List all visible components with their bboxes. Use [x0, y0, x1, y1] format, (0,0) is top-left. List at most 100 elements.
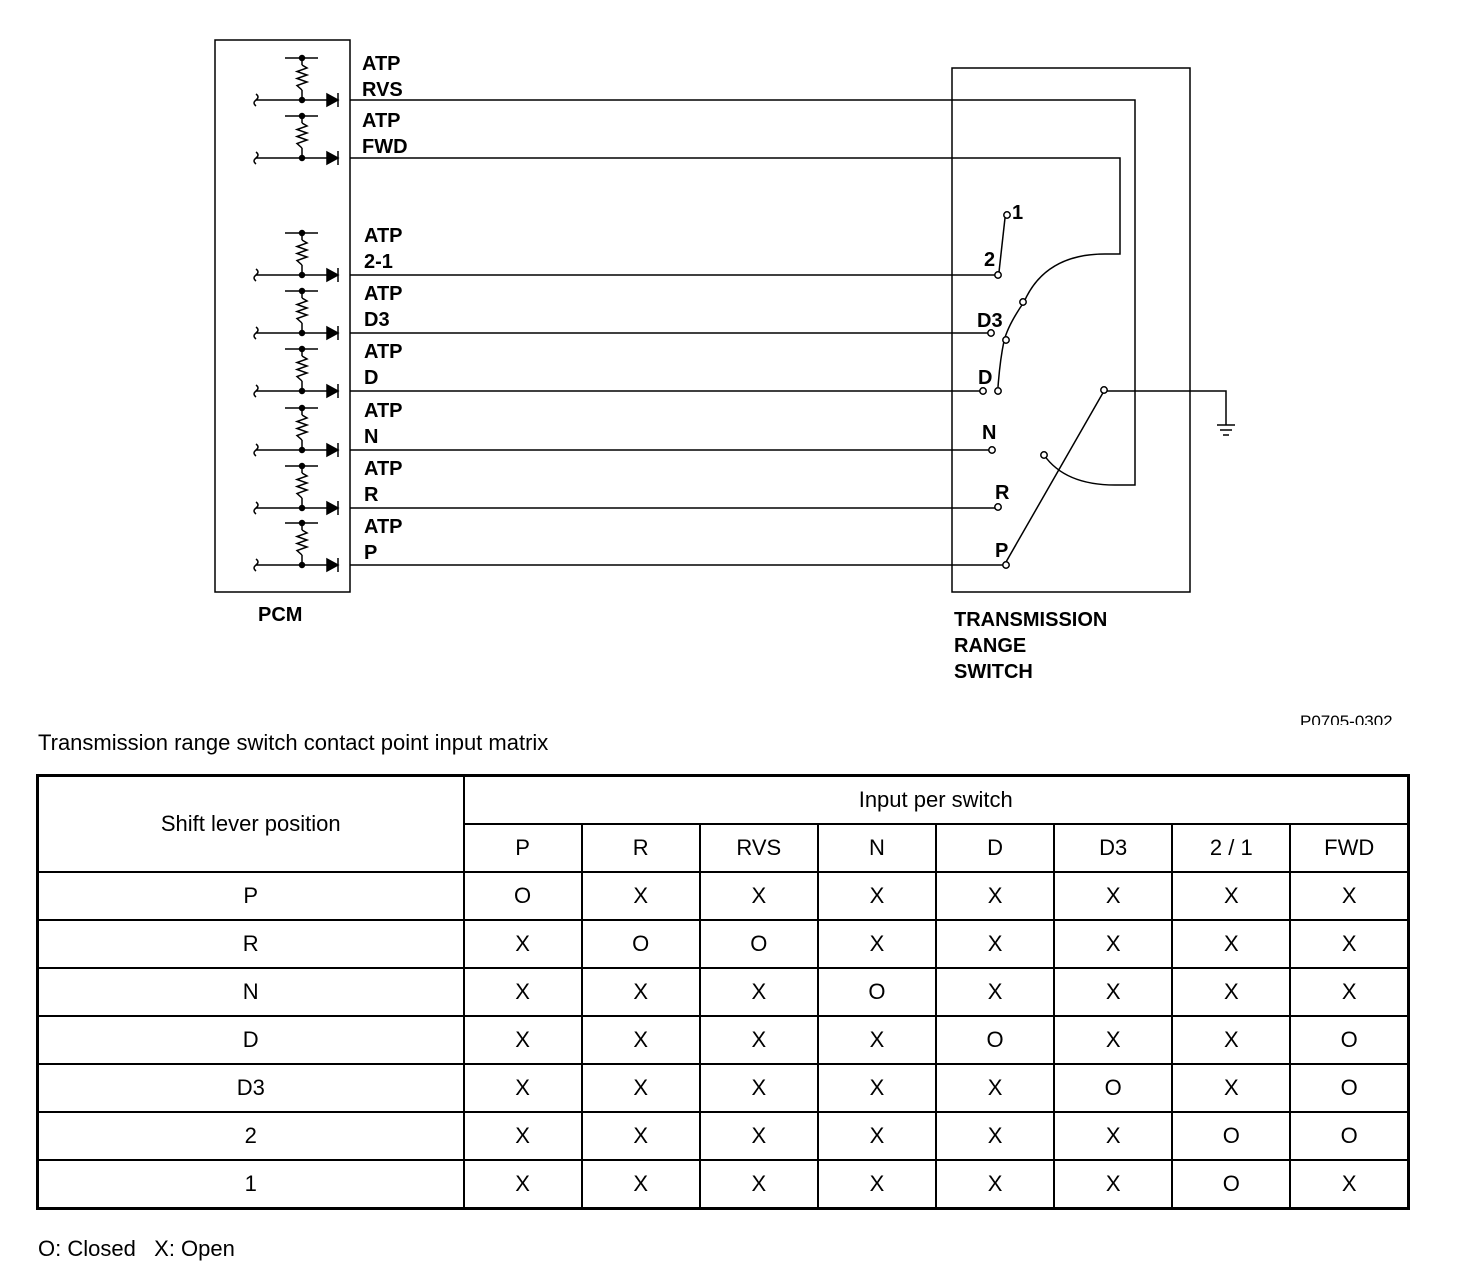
matrix-cell: X: [1171, 1015, 1292, 1065]
contact-label-1: 1: [1012, 202, 1023, 224]
trs-label-line3: SWITCH: [954, 661, 1033, 683]
terminal-label-p-1: ATP: [364, 516, 403, 538]
diode-symbol: [326, 383, 340, 399]
diode-symbol: [326, 442, 340, 458]
matrix-cell: X: [580, 871, 701, 921]
matrix-cell: O: [462, 871, 583, 921]
matrix-cell: X: [1053, 1015, 1174, 1065]
contact-d-bridge: [994, 387, 1002, 395]
matrix-cell: X: [934, 1111, 1056, 1161]
matrix-cell: X: [1171, 1063, 1292, 1113]
pcm-label: PCM: [258, 604, 302, 626]
terminal-label-rvs-1: ATP: [362, 53, 401, 75]
terminal-label-21-2: 2-1: [364, 251, 393, 273]
matrix-cell: X: [816, 871, 938, 921]
matrix-cell: X: [1053, 871, 1174, 921]
wire-rvs: [350, 99, 1136, 486]
matrix-cell: X: [698, 1159, 819, 1210]
resistor-symbol: [294, 239, 310, 266]
matrix-cell: X: [934, 871, 1056, 921]
matrix-cell: X: [580, 1159, 701, 1210]
contact-d: [979, 387, 987, 395]
row-label: D: [36, 1015, 465, 1065]
matrix-cell: X: [698, 1111, 819, 1161]
matrix-cell: X: [1289, 871, 1410, 921]
matrix-cell: O: [934, 1015, 1056, 1065]
matrix-cell: X: [1171, 919, 1292, 969]
row-label: R: [36, 919, 465, 969]
terminal-label-r-1: ATP: [364, 458, 403, 480]
contact-label-d: D: [978, 367, 992, 389]
matrix-cell: X: [1289, 919, 1410, 969]
contact-r: [994, 503, 1002, 511]
figure-code: P0705-0302: [1300, 712, 1393, 725]
resistor-symbol: [294, 414, 310, 441]
column-header: N: [816, 823, 938, 873]
matrix-cell: X: [816, 1063, 938, 1113]
wiring-diagram: PCM TRANSMISSION RANGE SWITCH P0705-0302…: [214, 39, 1393, 725]
column-header: R: [580, 823, 701, 873]
matrix-cell: O: [580, 919, 701, 969]
contact-2: [994, 271, 1002, 279]
terminal-label-rvs-2: RVS: [362, 79, 403, 101]
terminal-label-p-2: P: [364, 542, 377, 564]
matrix-cell: X: [1053, 967, 1174, 1017]
ground-wire: [1104, 390, 1227, 425]
resistor-symbol: [294, 355, 310, 382]
contact-fwd-end: [1019, 298, 1027, 306]
column-header: D3: [1053, 823, 1174, 873]
contact-label-d3: D3: [977, 310, 1003, 332]
matrix-cell: X: [934, 967, 1056, 1017]
matrix-cell: X: [934, 1159, 1056, 1210]
terminal-label-n-2: N: [364, 426, 378, 448]
resistor-symbol: [294, 64, 310, 91]
row-header: Shift lever position: [36, 774, 465, 873]
terminal-label-d-2: D: [364, 367, 378, 389]
diode-symbol: [326, 92, 340, 108]
terminal-label-n-1: ATP: [364, 400, 403, 422]
diode-symbol: [326, 557, 340, 573]
matrix-cell: O: [816, 967, 938, 1017]
matrix-cell: O: [1289, 1063, 1410, 1113]
trs-box: [951, 67, 1191, 593]
column-header: D: [934, 823, 1056, 873]
pcm-circuits: [253, 54, 340, 573]
matrix-cell: X: [1171, 871, 1292, 921]
matrix-cell: X: [580, 1015, 701, 1065]
diode-symbol: [326, 325, 340, 341]
terminal-label-21-1: ATP: [364, 225, 403, 247]
pcm-box: [214, 39, 351, 593]
matrix-cell: X: [580, 1063, 701, 1113]
contact-d3-bridge: [1002, 336, 1010, 344]
contact-label-n: N: [982, 422, 996, 444]
resistor-symbol: [294, 472, 310, 499]
matrix-cell: O: [1171, 1159, 1292, 1210]
contact-label-p: P: [995, 540, 1008, 562]
matrix-cell: X: [1289, 1159, 1410, 1210]
resistor-symbol: [294, 122, 310, 149]
matrix-cell: O: [1289, 1015, 1410, 1065]
matrix-cell: O: [1289, 1111, 1410, 1161]
matrix-cell: X: [816, 1015, 938, 1065]
resistor-symbol: [294, 297, 310, 324]
contact-label-r: R: [995, 482, 1010, 504]
matrix-cell: O: [1171, 1111, 1292, 1161]
matrix-cell: X: [934, 919, 1056, 969]
header-row-1: Shift lever position Input per switch: [36, 774, 1410, 873]
contact-1: [1003, 211, 1011, 219]
terminal-label-d3-1: ATP: [364, 283, 403, 305]
column-header: FWD: [1289, 823, 1410, 873]
diode-symbol: [326, 500, 340, 516]
matrix-cell: X: [934, 1063, 1056, 1113]
switch-contacts: [979, 211, 1235, 569]
matrix-cell: X: [698, 1063, 819, 1113]
contact-wiper-pivot: [1100, 386, 1108, 394]
row-label: 2: [36, 1111, 465, 1161]
column-header: P: [462, 823, 583, 873]
